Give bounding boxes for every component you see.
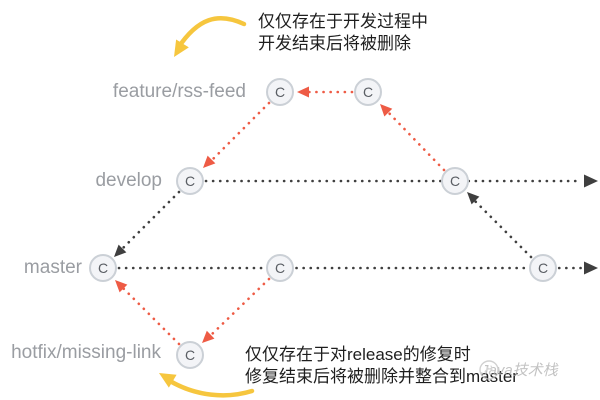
commit-circle (266, 78, 294, 106)
arrowhead-to-develop-c1 (203, 155, 216, 168)
develop-timeline-arrowhead (584, 174, 598, 188)
commit-label: C (185, 173, 195, 189)
feature-callout-arrow (175, 15, 247, 51)
commit-circle (354, 78, 382, 106)
hotfix-annotation: 仅仅存在于对release的修复时 修复结束后将被删除并整合到master (245, 344, 518, 388)
edge-feature-branchpoint (208, 101, 271, 164)
edge-develop-to-master-branchpoint (121, 190, 181, 250)
commit-label: C (275, 84, 285, 100)
edge-master-merge-from-hotfix (208, 277, 271, 338)
commit-circle (176, 167, 204, 195)
hotfix-callout-arrow (167, 378, 255, 398)
commit-circle (266, 254, 294, 282)
master-timeline-arrowhead (584, 261, 598, 275)
commit-label: C (450, 173, 460, 189)
commit-node-develop-c2: C (441, 167, 469, 195)
commit-label: C (98, 260, 108, 276)
watermark-logo-icon (479, 360, 499, 380)
hotfix-callout-arrowhead (159, 373, 177, 388)
watermark: Java技术栈 (478, 359, 558, 380)
branch-label-hotfix: hotfix/missing-link (11, 342, 161, 363)
commit-node-feature-c1: C (266, 78, 294, 106)
arrowhead-to-master-c1-red (115, 280, 128, 293)
feature-annotation: 仅仅存在于开发过程中 开发结束后将被删除 (258, 11, 428, 55)
commit-circle (441, 167, 469, 195)
edge-hotfix-branchpoint (121, 286, 181, 346)
hotfix-annotation-line1: 仅仅存在于对release的修复时 (245, 345, 471, 364)
branch-label-master: master (23, 257, 82, 278)
arrowhead-to-feature-c2 (380, 104, 393, 117)
commit-node-develop-c1: C (176, 167, 204, 195)
commit-circle (89, 254, 117, 282)
commit-circle (529, 254, 557, 282)
commit-node-master-c1: C (89, 254, 117, 282)
commit-circle (176, 341, 204, 369)
arrowhead-to-develop-c2-dark (467, 192, 480, 205)
hotfix-annotation-line2: 修复结束后将被删除并整合到master (245, 367, 518, 386)
commit-label: C (275, 260, 285, 276)
branch-label-develop: develop (95, 170, 162, 191)
watermark-text: Java技术栈 (481, 362, 558, 379)
edge-master-merge-from-develop (473, 199, 533, 259)
edge-develop-merge-from-feature (386, 110, 446, 172)
feature-callout-arrowhead (174, 39, 189, 57)
commit-label: C (538, 260, 548, 276)
commit-node-master-c2: C (266, 254, 294, 282)
commit-label: C (363, 84, 373, 100)
commit-label: C (185, 347, 195, 363)
arrowhead-to-hotfix-c1 (202, 330, 215, 343)
feature-annotation-line2: 开发结束后将被删除 (258, 34, 411, 53)
feature-annotation-line1: 仅仅存在于开发过程中 (258, 12, 428, 31)
commit-node-feature-c2: C (354, 78, 382, 106)
commit-node-hotfix-c1: C (176, 341, 204, 369)
branch-label-feature: feature/rss-feed (112, 81, 246, 102)
commit-node-master-c3: C (529, 254, 557, 282)
arrowhead-to-feature-c1 (297, 86, 309, 98)
arrowhead-to-master-c1-dark (114, 244, 127, 257)
